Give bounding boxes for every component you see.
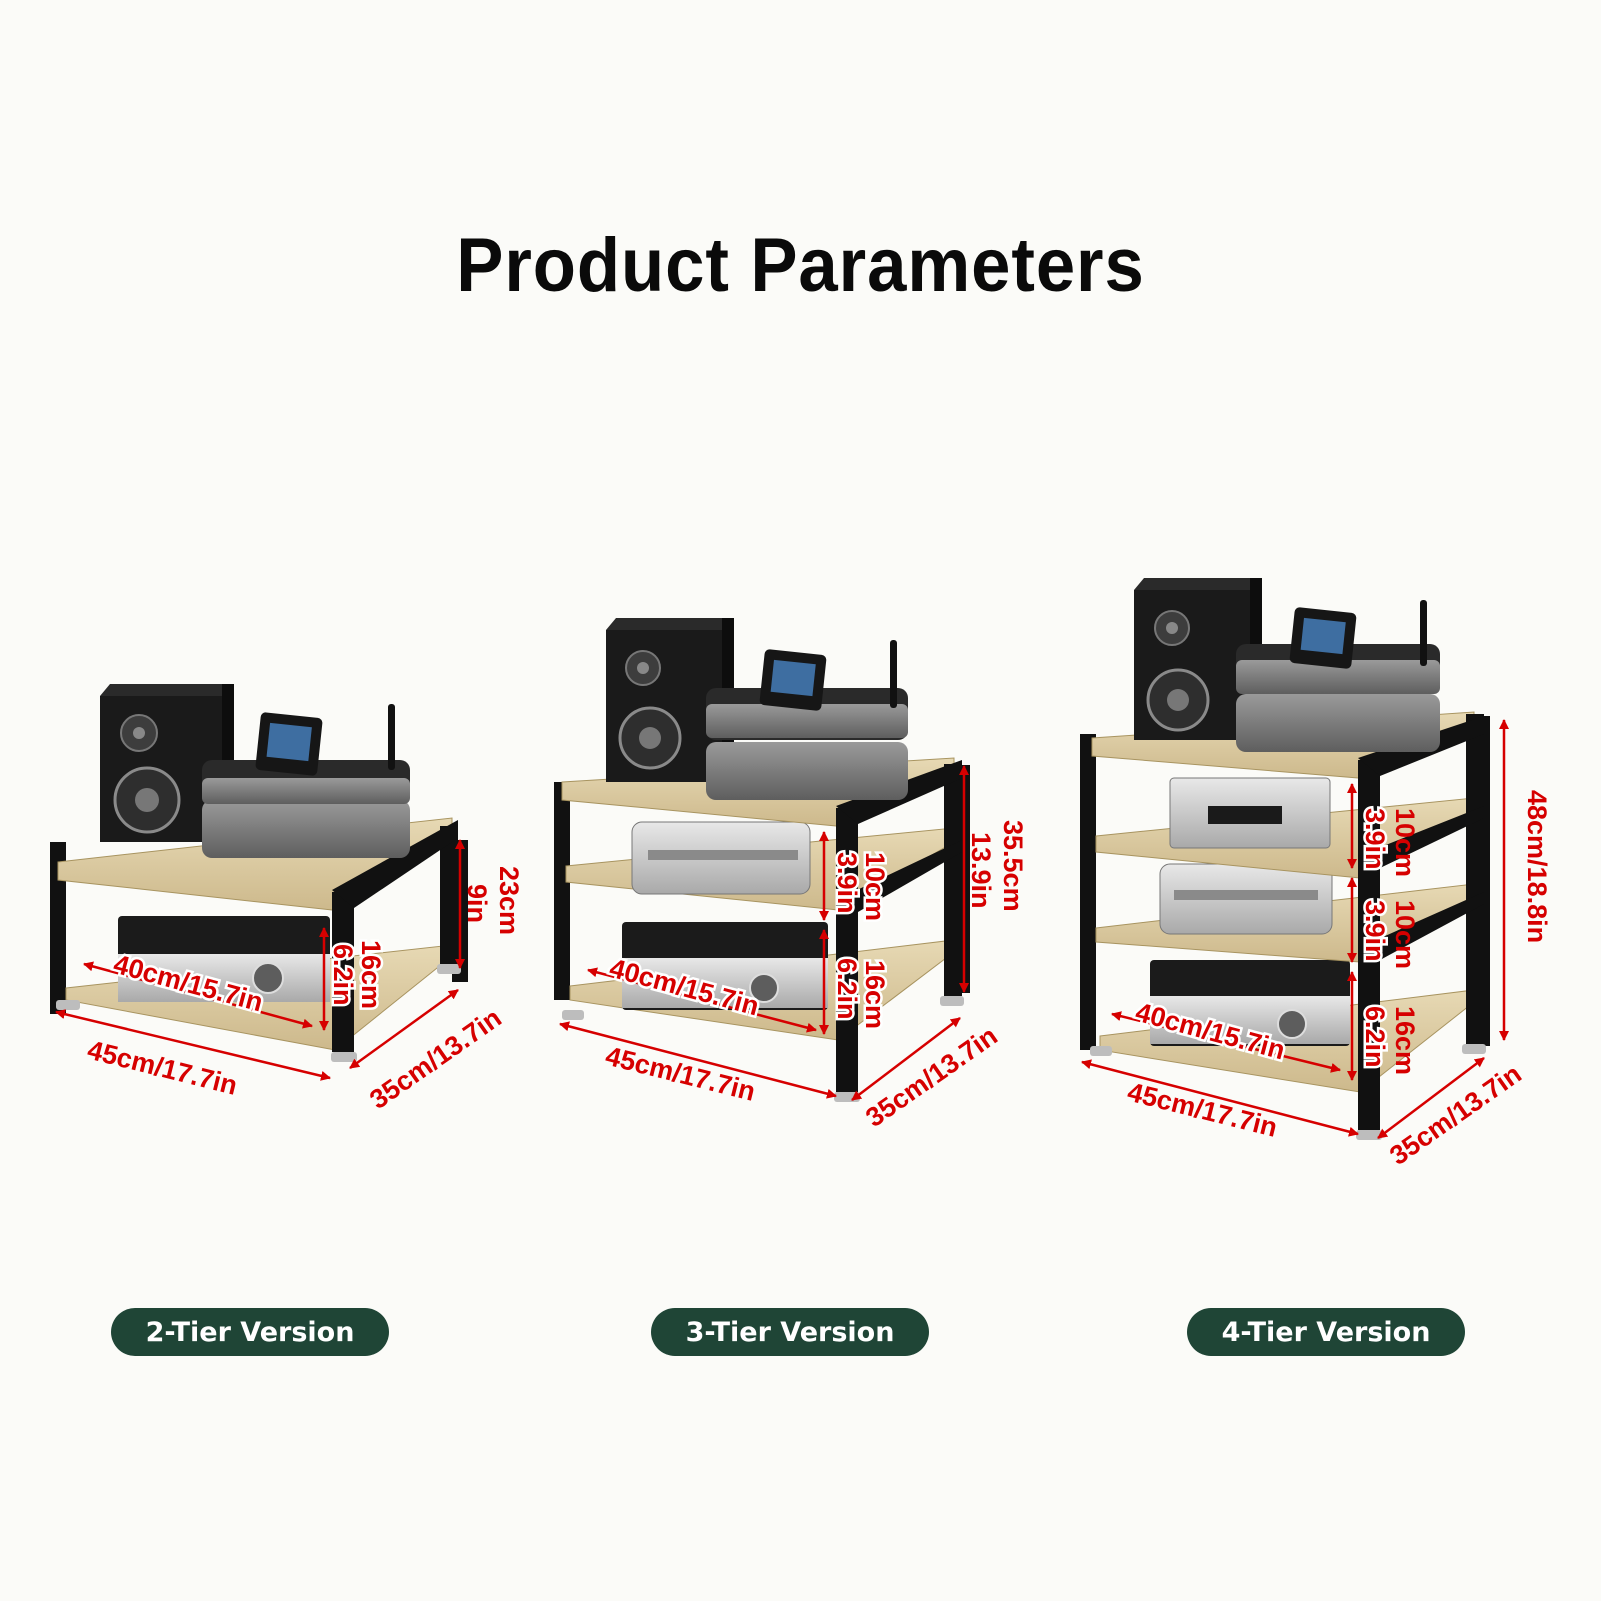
side-rail (1358, 806, 1484, 868)
gap1-in-label: 6.2in (1360, 1006, 1390, 1068)
total-height-label: 48cm/18.8in (1522, 790, 1552, 943)
foot (1090, 1046, 1112, 1056)
total-height-in-label: 13.9in (966, 832, 996, 909)
badge-3-tier: 3-Tier Version (651, 1308, 929, 1356)
cd-player (631, 821, 811, 895)
gap2-cm-label: 10cm (860, 852, 890, 921)
front-leg (332, 892, 354, 1052)
gap1-in-label: 6.2in (328, 944, 358, 1006)
gap1-cm-label: 16cm (1390, 1006, 1420, 1075)
gap1-cm-label: 16cm (860, 960, 890, 1029)
front-leg (1466, 714, 1484, 1044)
depth-label: 35cm/13.7in (364, 1003, 507, 1115)
dvd-player (1169, 777, 1331, 849)
depth-label: 35cm/13.7in (1384, 1059, 1527, 1171)
media-player (202, 704, 410, 858)
side-rail (1358, 892, 1484, 960)
width-label: 45cm/17.7in (1125, 1077, 1281, 1143)
back-leg (554, 782, 570, 1000)
front-leg (836, 808, 858, 1092)
gap1-in-label: 6.2in (832, 958, 862, 1020)
badge-4-tier: 4-Tier Version (1187, 1308, 1465, 1356)
foot (331, 1052, 357, 1062)
foot (56, 1000, 80, 1010)
gap3-cm-label: 10cm (1390, 808, 1420, 877)
total-height-in-label: 9in (462, 884, 492, 923)
back-leg (1080, 734, 1096, 1050)
gap2-cm-label: 10cm (1390, 900, 1420, 969)
speaker (606, 618, 734, 782)
side-rail (332, 820, 458, 908)
foot (1356, 1130, 1382, 1140)
gap3-in-label: 3.9in (1360, 808, 1390, 870)
gap2-in-label: 3.9in (1360, 900, 1390, 962)
back-leg (50, 842, 66, 1014)
total-height-cm-label: 35.5cm (998, 820, 1028, 912)
front-leg (944, 764, 962, 996)
foot (562, 1010, 584, 1020)
rack-3-tier (554, 618, 970, 1102)
gap1-cm-label: 16cm (356, 940, 386, 1009)
width-label: 45cm/17.7in (603, 1041, 759, 1107)
badge-2-tier: 2-Tier Version (111, 1308, 389, 1356)
media-player (1236, 600, 1440, 752)
media-player (706, 640, 908, 800)
side-rail (836, 840, 962, 912)
width-label: 45cm/17.7in (85, 1035, 241, 1101)
cd-player (1159, 863, 1333, 935)
total-height-cm-label: 23cm (494, 866, 524, 935)
front-leg (440, 826, 458, 964)
gap2-in-label: 3.9in (832, 852, 862, 914)
speaker (100, 684, 234, 842)
page-title: Product Parameters (456, 223, 1145, 308)
foot (1462, 1044, 1486, 1054)
foot (940, 996, 964, 1006)
foot (437, 964, 461, 974)
